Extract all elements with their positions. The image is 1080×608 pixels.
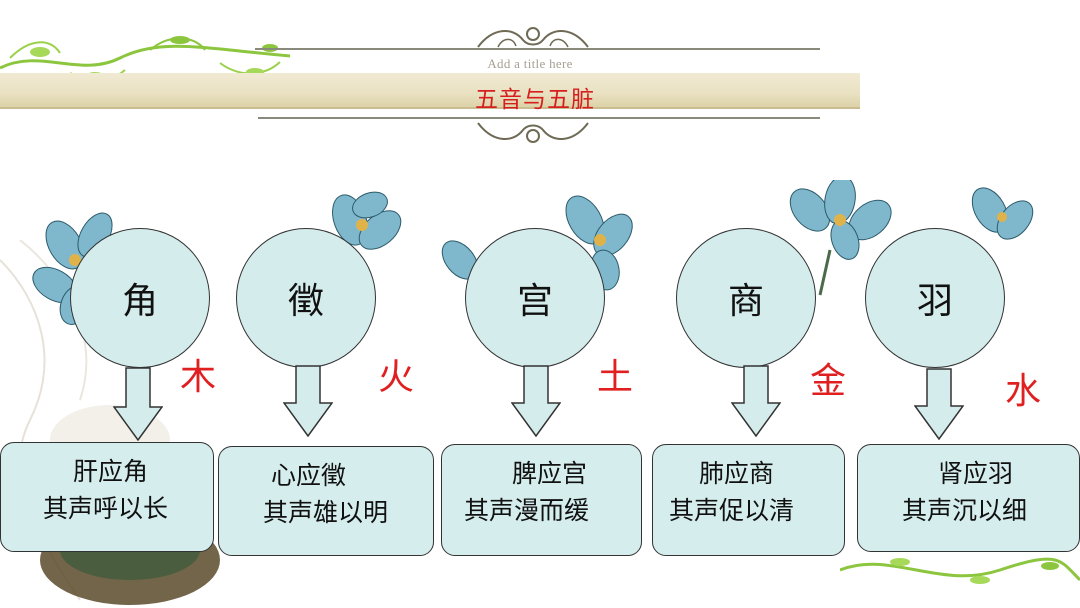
down-arrow-icon — [113, 367, 163, 441]
organ-line-1: 肺应商 — [669, 455, 844, 492]
organ-line-2: 其声呼以长 — [43, 490, 213, 527]
tone-node-gong: 宫 — [465, 228, 605, 368]
tone-label: 宫 — [517, 272, 553, 324]
down-arrow-icon — [283, 365, 333, 437]
tone-label: 商 — [728, 272, 764, 324]
organ-line-1: 肝应角 — [43, 453, 213, 490]
ornament-bottom — [468, 118, 598, 148]
tone-node-zhi: 徵 — [236, 228, 376, 368]
organ-line-2: 其声漫而缓 — [464, 492, 641, 529]
organ-line-1: 心应徵 — [263, 457, 433, 494]
ornament-top — [468, 22, 598, 52]
organ-line-2: 其声促以清 — [669, 492, 844, 529]
slide-title: 五音与五脏 — [420, 80, 650, 114]
tone-node-shang: 商 — [676, 228, 816, 368]
organ-line-2: 其声沉以细 — [902, 492, 1079, 529]
organ-line-1: 肾应羽 — [902, 455, 1079, 492]
tone-label: 徵 — [288, 272, 324, 324]
down-arrow-icon — [511, 365, 561, 437]
tone-node-yu: 羽 — [865, 228, 1005, 368]
organ-box-lung: 肺应商 其声促以清 — [652, 444, 845, 556]
tone-label: 角 — [122, 272, 158, 324]
element-label-wood: 木 — [180, 348, 216, 400]
organ-line-2: 其声雄以明 — [263, 494, 433, 531]
slide-subtitle: Add a title here — [430, 56, 630, 72]
element-label-water: 水 — [1005, 362, 1041, 414]
organ-box-spleen: 脾应宫 其声漫而缓 — [441, 444, 642, 556]
organ-line-1: 脾应宫 — [464, 455, 641, 492]
organ-box-heart: 心应徵 其声雄以明 — [218, 446, 434, 556]
element-label-earth: 土 — [597, 348, 633, 400]
down-arrow-icon — [731, 365, 781, 437]
tone-label: 羽 — [917, 272, 953, 324]
tone-node-jue: 角 — [70, 228, 210, 368]
element-label-metal: 金 — [810, 352, 846, 404]
element-label-fire: 火 — [378, 348, 414, 400]
organ-box-liver: 肝应角 其声呼以长 — [0, 442, 214, 552]
organ-box-kidney: 肾应羽 其声沉以细 — [857, 444, 1080, 552]
down-arrow-icon — [914, 368, 964, 440]
